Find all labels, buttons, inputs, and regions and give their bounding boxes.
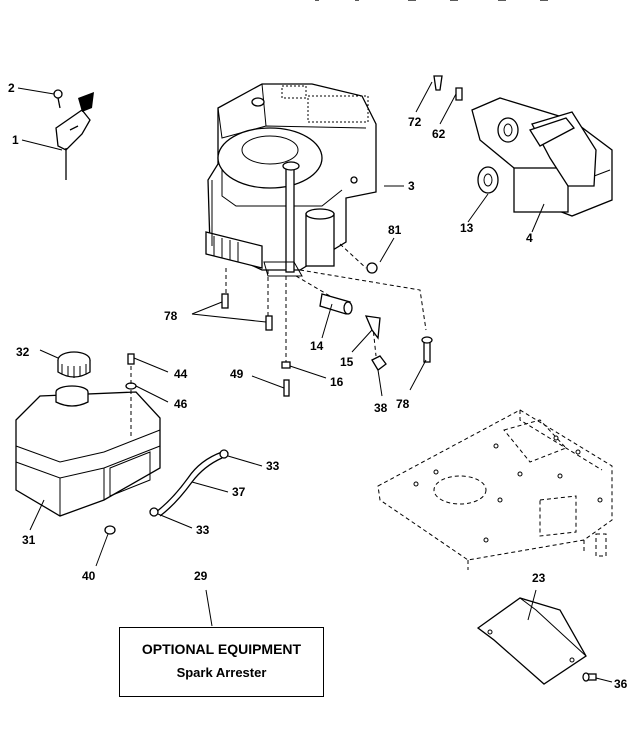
callout-31: 31 (22, 533, 36, 547)
callout-2: 2 (8, 81, 15, 95)
spark-arrester-part (476, 597, 597, 685)
callout-37: 37 (232, 485, 246, 499)
fuel-cap-part (57, 351, 91, 378)
callout-46: 46 (174, 397, 188, 411)
callout-38: 38 (374, 401, 388, 415)
throttle-control-part (53, 89, 94, 180)
callout-81: 81 (388, 223, 402, 237)
callout-labels: 2 1 72 62 3 13 4 81 78 14 15 16 38 78 32… (8, 81, 628, 691)
callout-14: 14 (310, 339, 324, 353)
fuel-tank-part (15, 385, 161, 517)
callout-13: 13 (460, 221, 474, 235)
chassis-holes (413, 435, 603, 543)
callout-33-top: 33 (266, 459, 280, 473)
spark-arrester-label: Spark Arrester (176, 665, 267, 680)
callout-3: 3 (408, 179, 415, 193)
callout-78-right: 78 (396, 397, 410, 411)
engine-dashed-leaders (225, 243, 427, 362)
callout-36: 36 (614, 677, 628, 691)
optional-equipment-box: OPTIONAL EQUIPMENT Spark Arrester (119, 627, 324, 697)
engine-part (205, 83, 377, 277)
fuel-line-part (149, 449, 229, 517)
callout-49: 49 (230, 367, 244, 381)
callout-1: 1 (12, 133, 19, 147)
callout-23: 23 (532, 571, 546, 585)
callout-4: 4 (526, 231, 533, 245)
muffler-part (433, 75, 613, 217)
callout-32: 32 (16, 345, 30, 359)
callout-16: 16 (330, 375, 344, 389)
chassis-frame (377, 409, 613, 570)
callout-72: 72 (408, 115, 422, 129)
callout-62: 62 (432, 127, 446, 141)
engine-bolts-and-fittings (221, 262, 433, 397)
callout-40: 40 (82, 569, 96, 583)
callout-15: 15 (340, 355, 354, 369)
optional-equipment-title: OPTIONAL EQUIPMENT (141, 641, 302, 657)
callout-29: 29 (194, 569, 208, 583)
callout-33-bottom: 33 (196, 523, 210, 537)
callout-leaders (17, 81, 613, 683)
callout-44: 44 (174, 367, 188, 381)
callout-78-left: 78 (164, 309, 178, 323)
grommet-part (104, 525, 116, 535)
